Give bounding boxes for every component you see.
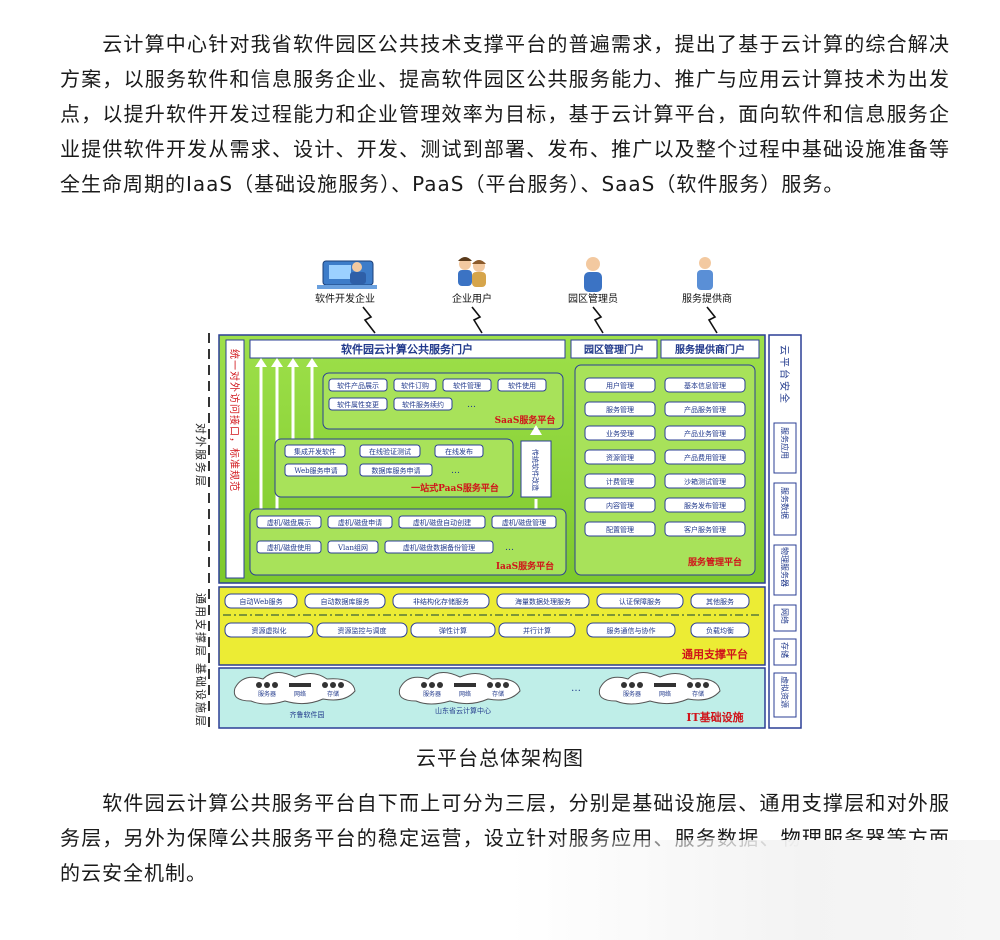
svg-text:网络: 网络 [780,608,790,624]
svg-text:…: … [451,466,460,476]
svg-text:软件订购: 软件订购 [401,381,429,390]
user-label: 软件开发企业 [315,292,375,305]
user-label: 园区管理员 [568,292,618,305]
svg-text:软件属性变更: 软件属性变更 [337,400,379,409]
svg-text:计费管理: 计费管理 [606,477,634,486]
svg-text:负载均衡: 负载均衡 [706,626,734,635]
svg-text:网络: 网络 [294,690,306,698]
svg-text:…: … [467,400,476,410]
iaas-items: 虚机/磁盘展示 虚机/磁盘申请 虚机/磁盘自动创建 虚机/磁盘管理 虚机/磁盘使… [256,515,557,554]
svg-text:弹性计算: 弹性计算 [439,626,467,635]
svg-text:软件管理: 软件管理 [453,381,481,390]
svg-text:软件服务续约: 软件服务续约 [402,400,444,409]
infra-site-label: 山东省云计算中心 [435,706,491,715]
svg-text:存储: 存储 [327,690,339,698]
svg-text:Web服务申请: Web服务申请 [294,466,337,475]
svg-text:产品业务管理: 产品业务管理 [684,429,726,438]
svg-text:软件使用: 软件使用 [508,381,536,390]
svg-text:资源监控与调度: 资源监控与调度 [338,626,387,635]
svg-text:虚机/磁盘展示: 虚机/磁盘展示 [267,518,311,527]
svg-text:资源管理: 资源管理 [606,453,634,462]
svg-text:认证保障服务: 认证保障服务 [619,597,661,606]
provider-icon [697,257,713,290]
body-paragraph: 软件园云计算公共服务平台自下而上可分为三层，分别是基础设施层、通用支撑层和对外服… [60,791,950,885]
svg-text:物理服务器: 物理服务器 [780,547,790,587]
infra-site-label: 齐鲁软件园 [290,710,325,719]
public-portal-label: 软件园云计算公共服务门户 [341,342,473,356]
svg-text:服务应用: 服务应用 [780,427,790,459]
svg-text:并行计算: 并行计算 [523,626,551,635]
svg-text:存储: 存储 [492,690,504,698]
unified-access-label: 统一对外访问接口，标准规范 [228,349,241,492]
figure-caption: 云平台总体架构图 [416,746,584,770]
svg-text:产品服务管理: 产品服务管理 [684,405,726,414]
mgmt-title: 服务管理平台 [688,556,742,568]
svg-text:在线验证测试: 在线验证测试 [369,447,411,456]
svg-text:业务受理: 业务受理 [606,429,634,438]
svg-text:网络: 网络 [659,690,671,698]
layer-label: 对外服务层 [195,423,208,488]
svg-text:服务器: 服务器 [423,690,441,698]
svg-text:非结构化存储服务: 非结构化存储服务 [413,597,469,606]
svg-text:虚机/磁盘申请: 虚机/磁盘申请 [338,518,382,527]
svg-text:服务器: 服务器 [258,690,276,698]
svg-text:服务发布管理: 服务发布管理 [684,501,726,510]
intro-paragraph: 云计算中心针对我省软件园区公共技术支撑平台的普遍需求，提出了基于云计算的综合解决… [60,32,950,196]
park-portal-label: 园区管理门户 [584,343,644,356]
svg-text:服务通信与协作: 服务通信与协作 [607,626,656,635]
svg-text:自动数据库服务: 自动数据库服务 [321,597,370,606]
support-items: 自动Web服务 自动数据库服务 非结构化存储服务 海量数据处理服务 认证保障服务… [224,593,750,638]
support-title: 通用支撑平台 [682,647,748,661]
mgmt-items: 用户管理 基本信息管理 服务管理 产品服务管理 业务受理 产品业务管理 资源管理… [584,377,746,537]
user-label: 服务提供商 [682,292,732,305]
svg-text:存储: 存储 [692,690,704,698]
infra-clouds [233,672,721,705]
svg-text:资源虚拟化: 资源虚拟化 [252,626,287,635]
svg-text:服务数据: 服务数据 [780,487,790,519]
users-icon [458,257,486,287]
svg-text:虚机/磁盘自动创建: 虚机/磁盘自动创建 [413,518,471,527]
security-title: 云平台安全 [778,345,791,405]
svg-text:用户管理: 用户管理 [606,381,634,390]
svg-text:数据库服务申请: 数据库服务申请 [372,466,421,475]
admin-icon [584,257,602,292]
iaas-title: IaaS服务平台 [496,560,554,572]
saas-title: SaaS服务平台 [495,414,556,426]
svg-text:软件产品展示: 软件产品展示 [337,381,379,390]
svg-text:海量数据处理服务: 海量数据处理服务 [515,597,571,606]
provider-portal-label: 服务提供商门户 [675,343,745,356]
developer-icon [317,260,377,289]
svg-text:…: … [505,543,514,553]
svg-text:虚机/磁盘管理: 虚机/磁盘管理 [502,518,546,527]
svg-text:存储: 存储 [780,642,790,658]
svg-text:在线发布: 在线发布 [445,447,473,456]
paas-items: 集成开发软件 在线验证测试 在线发布 Web服务申请 数据库服务申请 … [284,444,484,477]
legacy-software-label: 传统软件改造 [531,449,540,491]
svg-text:自动Web服务: 自动Web服务 [239,597,282,606]
svg-text:虚机/磁盘使用: 虚机/磁盘使用 [267,543,311,552]
svg-text:沙箱测试管理: 沙箱测试管理 [684,477,726,486]
svg-text:网络: 网络 [459,690,471,698]
paas-title: 一站式PaaS服务平台 [411,482,499,494]
svg-text:配置管理: 配置管理 [606,525,634,534]
svg-text:产品费用管理: 产品费用管理 [684,453,726,462]
svg-text:服务器: 服务器 [623,690,641,698]
saas-items: 软件产品展示 软件订购 软件管理 软件使用 软件属性变更 软件服务续约 … [328,378,547,411]
svg-text:服务管理: 服务管理 [606,405,634,414]
user-label: 企业用户 [452,292,492,305]
svg-text:基本信息管理: 基本信息管理 [684,381,726,390]
svg-text:内容管理: 内容管理 [606,501,634,510]
layer-label: 基础设施层 [195,663,207,728]
svg-text:…: … [571,683,581,694]
infra-title: IT基础设施 [686,710,743,724]
svg-text:其他服务: 其他服务 [706,597,734,606]
scan-shading [510,840,1000,940]
svg-text:客户服务管理: 客户服务管理 [684,525,726,534]
svg-text:Vlan组网: Vlan组网 [337,543,368,552]
svg-text:集成开发软件: 集成开发软件 [294,447,336,456]
svg-text:虚拟资源: 虚拟资源 [780,676,790,708]
layer-label: 通用支撑层 [195,593,208,658]
svg-text:虚机/磁盘数据备份管理: 虚机/磁盘数据备份管理 [403,543,475,552]
cloud-platform-architecture-diagram: 软件开发企业 企业用户 园区管理员 服务提供商 对外服务层 通用支撑层 基础设施… [195,257,802,729]
